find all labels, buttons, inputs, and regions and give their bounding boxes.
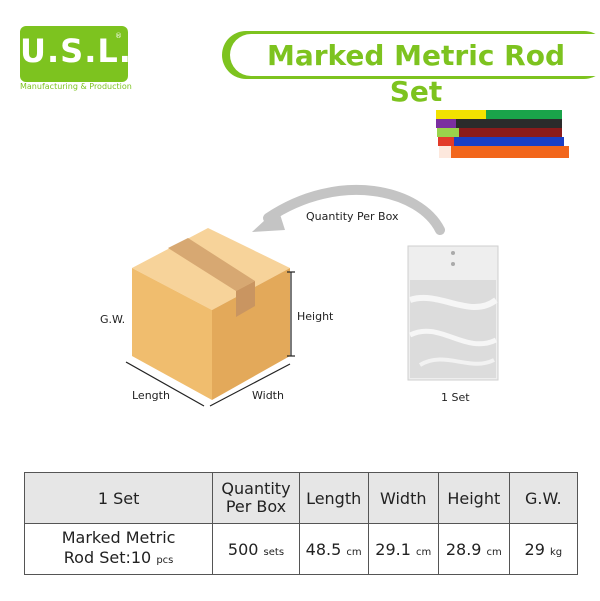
product-name-text: Rod Set:10 — [63, 547, 152, 567]
cell-length: 48.5 cm — [298, 523, 369, 575]
logo-registered-mark: ® — [115, 32, 122, 40]
width-label: Width — [252, 389, 284, 402]
page-title: Marked Metric Rod Set — [266, 39, 566, 108]
logo-subtitle: Manufacturing & Production — [20, 82, 132, 91]
length-label: Length — [132, 389, 170, 402]
header-length: Length — [298, 472, 369, 524]
header-gw: G.W. — [508, 472, 579, 524]
usl-logo: U.S.L. ® — [20, 26, 132, 82]
header-qty-line1: Quantity — [221, 479, 291, 498]
curved-arrow-icon — [252, 184, 445, 235]
height-unit: cm — [486, 546, 502, 558]
table-header-row: 1 Set Quantity Per Box Length Width Heig… — [23, 472, 579, 524]
product-name-line1: Marked Metric — [61, 527, 176, 547]
width-unit: cm — [415, 546, 432, 558]
title-banner-inner — [230, 34, 600, 76]
rods-product-icon — [436, 110, 569, 158]
cell-width: 29.1 cm — [367, 523, 440, 575]
gw-label: G.W. — [100, 313, 126, 326]
cell-gw: 29 kg — [508, 523, 579, 575]
product-name-line2: Rod Set:10 pcs — [25, 548, 212, 571]
quantity-unit: sets — [263, 546, 285, 558]
header-set: 1 Set — [23, 472, 214, 524]
length-value: 48.5 — [305, 539, 342, 559]
length-unit: cm — [346, 546, 362, 558]
gw-value: 29 — [524, 539, 545, 559]
table-row: Marked Metric Rod Set:10 pcs 500 sets 48… — [23, 523, 579, 575]
product-name-unit: pcs — [156, 554, 174, 566]
logo-text: U.S.L. — [20, 32, 132, 70]
header-qty-line2: Per Box — [225, 497, 287, 516]
height-value: 28.9 — [445, 539, 482, 559]
plastic-bag-icon — [407, 245, 499, 381]
gw-unit: kg — [549, 546, 563, 558]
quantity-value: 500 — [227, 539, 259, 559]
header-height: Height — [438, 472, 510, 524]
cell-quantity: 500 sets — [212, 523, 300, 575]
cell-product-name: Marked Metric Rod Set:10 pcs — [23, 523, 214, 575]
cardboard-box-icon — [125, 228, 295, 407]
width-value: 29.1 — [375, 539, 411, 559]
quantity-per-box-label: Quantity Per Box — [306, 210, 399, 223]
set-label: 1 Set — [441, 391, 470, 404]
height-label: Height — [297, 310, 334, 323]
header-width: Width — [367, 472, 440, 524]
header-quantity-per-box: Quantity Per Box — [212, 472, 300, 524]
spec-table: 1 Set Quantity Per Box Length Width Heig… — [23, 472, 579, 575]
cell-height: 28.9 cm — [438, 523, 510, 575]
